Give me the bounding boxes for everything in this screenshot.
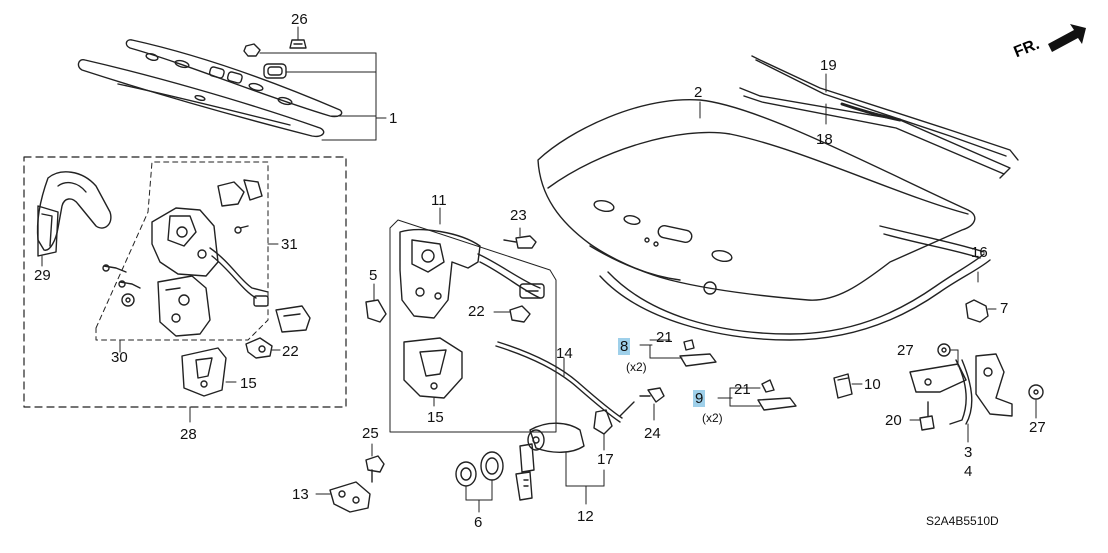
callout-20: 20 bbox=[885, 412, 902, 429]
callout-29: 29 bbox=[34, 267, 51, 284]
grommets bbox=[243, 43, 287, 79]
nut-26 bbox=[289, 39, 307, 49]
latch-plate bbox=[157, 275, 211, 337]
callout-10: 10 bbox=[864, 376, 881, 393]
garnish-strip bbox=[77, 39, 343, 138]
clip-17 bbox=[593, 409, 613, 451]
lock-rings-6 bbox=[455, 451, 504, 513]
callout-9-text: 9 bbox=[693, 390, 706, 407]
bolt-20 bbox=[909, 401, 935, 431]
lock-cylinder-12 bbox=[515, 422, 605, 505]
callout-21-lower: 21 bbox=[734, 381, 751, 398]
callout-26: 26 bbox=[291, 11, 308, 28]
trunk-lid bbox=[537, 99, 991, 341]
callout-12: 12 bbox=[577, 508, 594, 525]
callout-13: 13 bbox=[292, 486, 309, 503]
callout-25: 25 bbox=[362, 425, 379, 442]
clip-5 bbox=[365, 283, 387, 323]
quantity-8: (x2) bbox=[626, 360, 647, 374]
bumper-7 bbox=[965, 299, 997, 323]
callout-7: 7 bbox=[1000, 300, 1009, 317]
callout-22-left: 22 bbox=[282, 343, 299, 360]
callout-3: 3 bbox=[964, 444, 973, 461]
bolts-small bbox=[102, 264, 141, 307]
callout-27-upper: 27 bbox=[897, 342, 914, 359]
bolt-24 bbox=[639, 387, 665, 421]
nut-27-b bbox=[1028, 384, 1044, 419]
assembly-box-11 bbox=[389, 219, 557, 433]
callout-21-upper: 21 bbox=[656, 329, 673, 346]
callout-18: 18 bbox=[816, 131, 833, 148]
callout-6: 6 bbox=[474, 514, 483, 531]
striker-15-mid bbox=[403, 337, 463, 407]
nut-27-a bbox=[937, 343, 959, 367]
callout-15-left: 15 bbox=[240, 375, 257, 392]
callout-16: 16 bbox=[971, 244, 988, 261]
bolt-25 bbox=[365, 443, 385, 483]
assembly-box-28 bbox=[23, 156, 347, 408]
bracket-9 bbox=[717, 379, 797, 411]
quantity-9: (x2) bbox=[702, 411, 723, 425]
callout-31: 31 bbox=[281, 236, 298, 253]
callout-5: 5 bbox=[369, 267, 378, 284]
callout-17: 17 bbox=[597, 451, 614, 468]
latch-assembly-small bbox=[151, 179, 269, 307]
front-direction-arrow bbox=[1048, 24, 1086, 52]
callout-24: 24 bbox=[644, 425, 661, 442]
callout-30: 30 bbox=[111, 349, 128, 366]
torsion-bars bbox=[739, 55, 1019, 179]
callout-1: 1 bbox=[389, 110, 398, 127]
callout-27-lower: 27 bbox=[1029, 419, 1046, 436]
clip-22-left bbox=[245, 337, 281, 359]
trunk-latch-11 bbox=[399, 229, 545, 319]
diagram-code: S2A4B5510D bbox=[926, 514, 999, 528]
assembly-box-30 bbox=[95, 161, 269, 341]
callout-4: 4 bbox=[964, 463, 973, 480]
callout-15-mid: 15 bbox=[427, 409, 444, 426]
callout-2: 2 bbox=[694, 84, 703, 101]
bumper-10 bbox=[833, 373, 863, 399]
latch-cover-29 bbox=[36, 171, 112, 267]
connector bbox=[275, 305, 311, 333]
callout-8: 8 bbox=[618, 338, 631, 355]
callout-23: 23 bbox=[510, 207, 527, 224]
callout-9: 9 bbox=[693, 390, 706, 407]
callout-8-text: 8 bbox=[618, 338, 631, 355]
callout-11: 11 bbox=[431, 192, 447, 209]
bracket-13 bbox=[315, 481, 371, 513]
bolt-23 bbox=[503, 227, 537, 249]
striker-15-left bbox=[181, 347, 237, 397]
bracket-8 bbox=[639, 339, 717, 367]
callout-14: 14 bbox=[556, 345, 573, 362]
callout-19: 19 bbox=[820, 57, 837, 74]
callout-22-mid: 22 bbox=[468, 303, 485, 320]
clip-22-mid bbox=[493, 305, 531, 323]
callout-28: 28 bbox=[180, 426, 197, 443]
trunk-hinge bbox=[909, 353, 1013, 443]
